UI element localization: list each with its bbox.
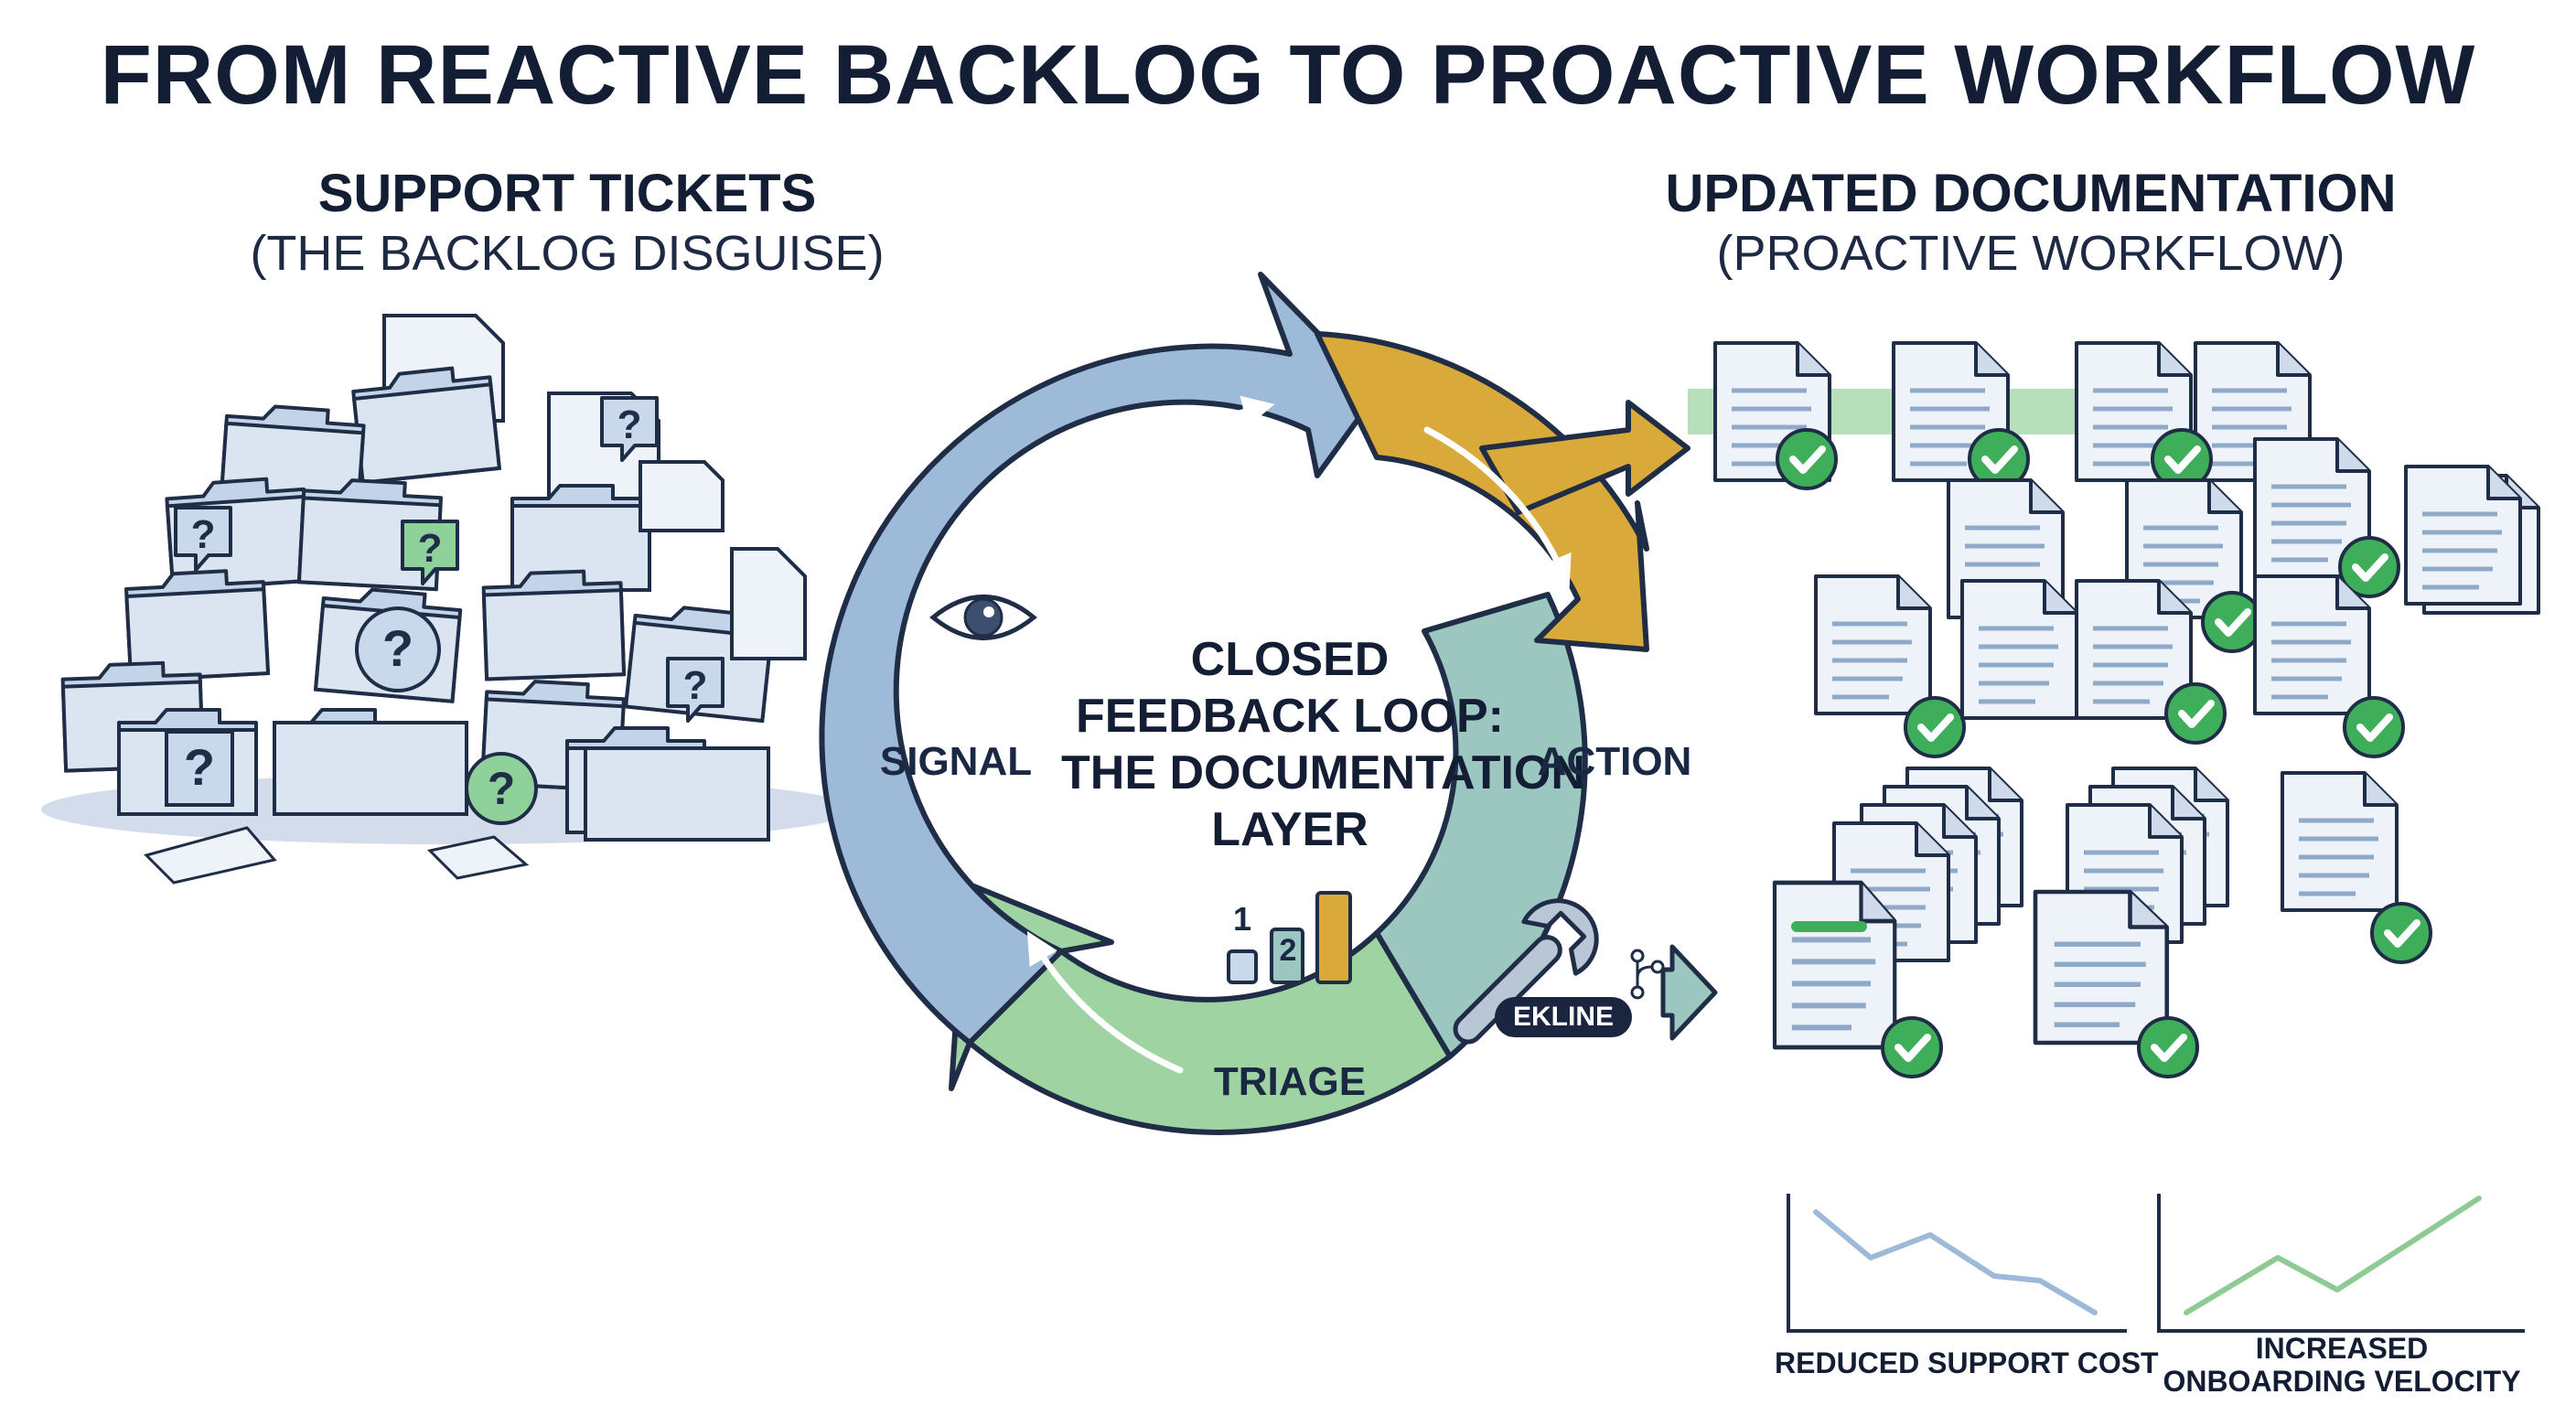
eye-icon: [929, 595, 1037, 640]
stage-label-triage: TRIAGE: [1213, 1059, 1367, 1104]
support-tickets-subtitle: (THE BACKLOG DISGUISE): [250, 226, 885, 281]
stage-label-signal: SIGNAL: [879, 739, 1033, 784]
svg-text:?: ?: [488, 763, 516, 814]
loop-center-label-line: LAYER: [1211, 803, 1368, 856]
metric-label-support-cost: REDUCED SUPPORT COST: [1775, 1346, 2159, 1379]
metric-chart-support-cost: [1787, 1194, 2127, 1333]
metric-label-velocity-line: ONBOARDING VELOCITY: [2163, 1365, 2521, 1398]
tool-badge-label: EKLINE: [1512, 1002, 1614, 1032]
stage-label-action: ACTION: [1537, 739, 1692, 784]
metric-label-velocity-line: INCREASED: [2255, 1332, 2429, 1365]
svg-text:?: ?: [382, 619, 413, 677]
updated-documentation-subtitle: (PROACTIVE WORKFLOW): [1716, 226, 2345, 281]
svg-text:?: ?: [418, 526, 443, 571]
priority-step-1: 1: [1232, 900, 1252, 938]
documentation-stack-illustration: [1715, 343, 2538, 1077]
svg-text:?: ?: [184, 738, 215, 796]
loop-center-label-line: FEEDBACK LOOP:: [1076, 690, 1504, 743]
metric-chart-onboarding-velocity: [2157, 1194, 2525, 1333]
loop-center-label-line: THE DOCUMENTATION: [1061, 746, 1585, 799]
loop-center-label-line: CLOSED: [1190, 633, 1390, 686]
tool-badge: [1495, 997, 1632, 1037]
branch-icon: [1630, 949, 1665, 1000]
ticket-pile-illustration: ? ? ? ?: [41, 314, 855, 885]
priority-bars-icon: [1227, 891, 1352, 984]
updated-documentation-title: UPDATED DOCUMENTATION: [1665, 164, 2397, 223]
main-title: FROM REACTIVE BACKLOG TO PROACTIVE WORKF…: [100, 28, 2476, 122]
feedback-loop: [819, 272, 2118, 1135]
priority-step-2: 2: [1279, 933, 1297, 968]
support-tickets-title: SUPPORT TICKETS: [317, 164, 817, 223]
